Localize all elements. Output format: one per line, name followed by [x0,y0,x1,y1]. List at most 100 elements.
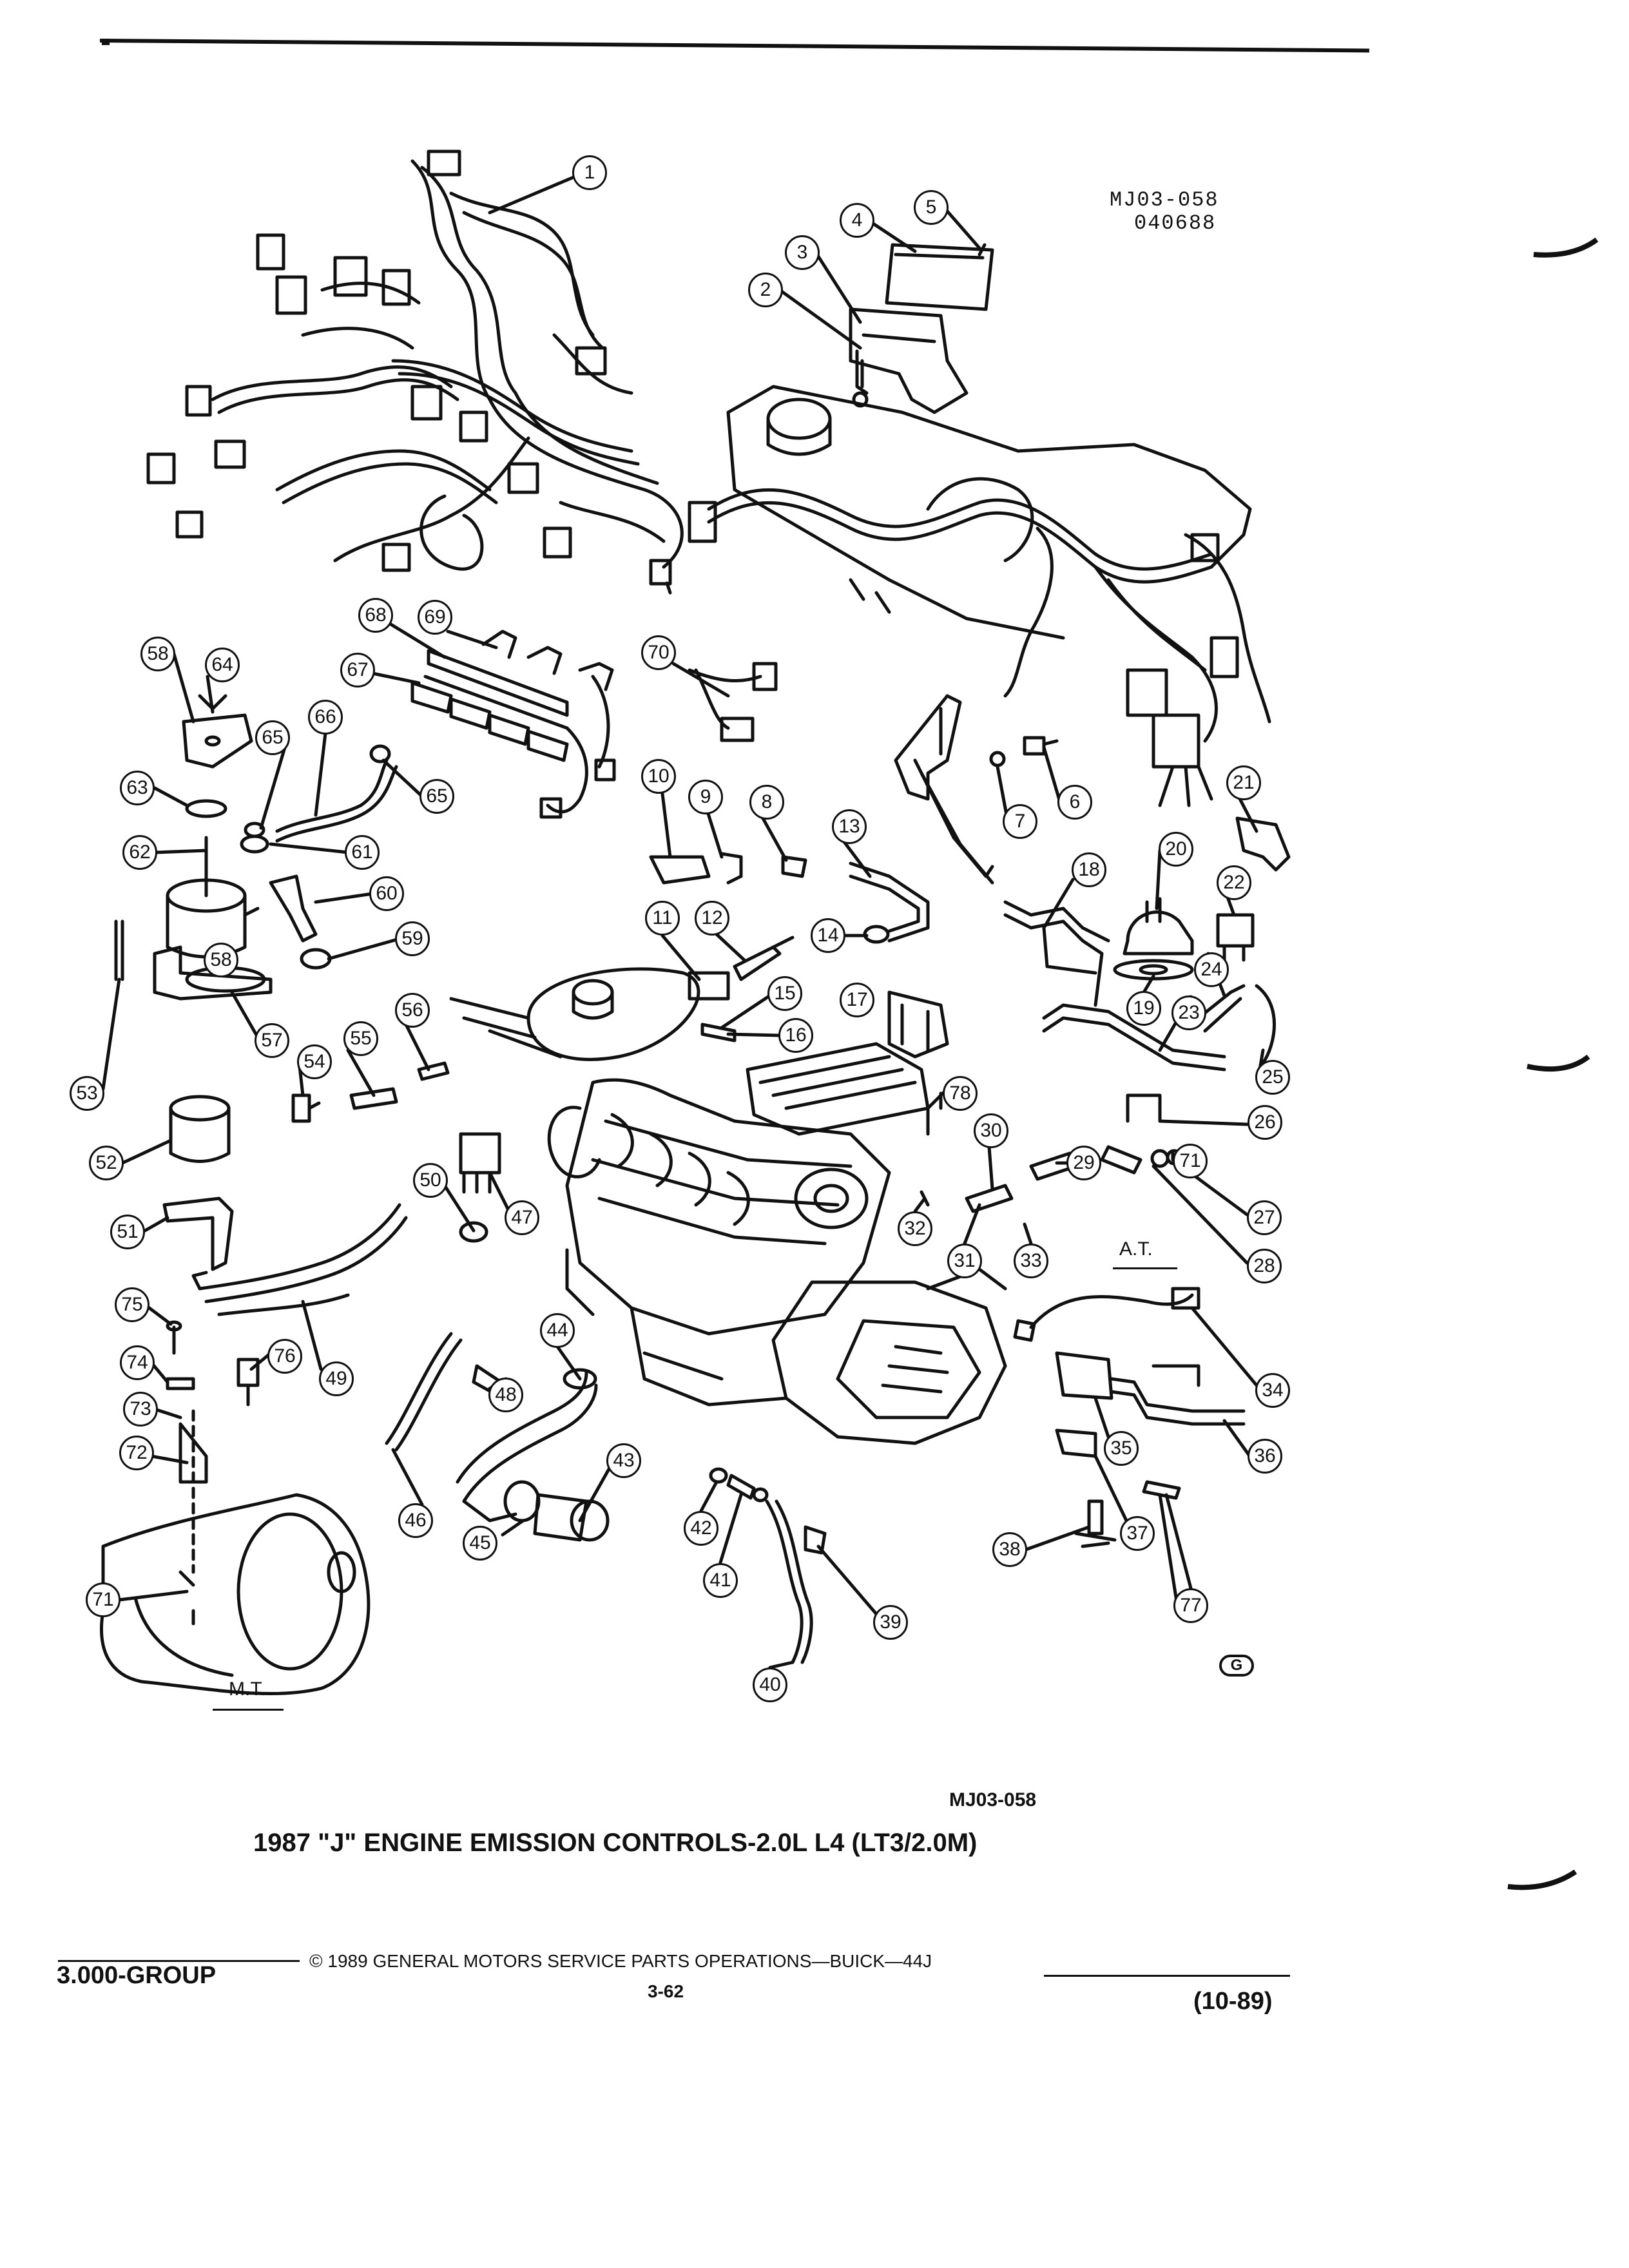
callout-part-76: 76 [267,1339,302,1374]
label-automatic-transaxle: A.T. [1119,1238,1153,1260]
callout-part-33: 33 [1014,1244,1048,1278]
callout-part-55: 55 [343,1021,378,1056]
callout-part-40: 40 [753,1667,787,1702]
callout-part-11: 11 [645,901,680,936]
callout-part-74: 74 [120,1345,155,1380]
engine-block [449,967,1007,1445]
callout-part-53: 53 [70,1076,104,1111]
callout-part-9: 9 [688,780,723,814]
callout-part-14: 14 [811,918,845,953]
callout-part-77: 77 [1173,1588,1208,1623]
callout-part-22: 22 [1217,865,1251,900]
callout-part-17: 17 [840,983,874,1017]
callout-part-51: 51 [110,1215,145,1249]
callout-part-27: 27 [1247,1200,1282,1235]
callout-part-71: 71 [86,1582,120,1617]
callout-part-65: 65 [255,720,290,755]
callout-part-10: 10 [641,759,676,794]
callout-part-73: 73 [123,1392,158,1427]
callout-part-24: 24 [1194,952,1229,987]
callout-part-69: 69 [418,600,452,635]
label-manual-underline [213,1709,284,1711]
callout-part-5: 5 [914,190,949,225]
callout-part-67: 67 [340,653,375,687]
footer-date: (10-89) [1193,1988,1273,2015]
footer-copyright: © 1989 GENERAL MOTORS SERVICE PARTS OPER… [309,1951,932,1971]
callout-part-64: 64 [205,648,240,682]
label-automatic-underline [1113,1267,1177,1269]
dash-assembly [688,385,1271,807]
callout-part-32: 32 [898,1211,932,1246]
callout-part-62: 62 [122,835,157,870]
callout-part-70: 70 [641,635,676,670]
callout-part-36: 36 [1248,1439,1282,1474]
footer-rule-left [58,1960,300,1962]
callout-part-35: 35 [1104,1431,1139,1466]
callout-part-72: 72 [119,1436,154,1470]
callout-part-15: 15 [767,976,802,1011]
gm-logo: G [1219,1655,1254,1677]
callout-part-48: 48 [488,1378,523,1412]
callout-part-45: 45 [463,1526,497,1561]
callout-part-61: 61 [345,835,380,870]
footer-rule-right [1044,1975,1290,1977]
footer-group: 3.000-GROUP [57,1962,217,1989]
callout-part-21: 21 [1226,765,1261,800]
wiring-harness [146,149,684,595]
callout-part-28: 28 [1247,1249,1282,1283]
callout-part-46: 46 [398,1503,433,1538]
callout-part-57: 57 [255,1023,289,1058]
callout-part-68: 68 [358,598,393,633]
callout-part-49: 49 [319,1361,354,1396]
callout-part-23: 23 [1171,995,1206,1030]
callout-part-63: 63 [120,771,155,805]
callout-part-31: 31 [947,1244,982,1278]
callout-part-75: 75 [115,1287,149,1322]
pedal-bracket [894,694,994,885]
header-rule-mark [102,39,110,45]
callout-part-20: 20 [1159,832,1193,867]
callout-part-54: 54 [297,1044,332,1079]
callout-part-43: 43 [606,1443,641,1478]
callout-part-2: 2 [748,273,783,307]
callout-part-42: 42 [684,1511,718,1546]
footer-page-number: 3-62 [648,1981,684,2001]
callout-part-6: 6 [1057,785,1092,820]
callout-part-59: 59 [395,921,430,956]
ecm-module [849,243,994,414]
label-manual-transaxle: M.T. [229,1678,265,1700]
caption-title: 1987 "J" ENGINE EMISSION CONTROLS-2.0L L… [253,1829,978,1857]
caption-code: MJ03-058 [949,1789,1037,1811]
gm-logo-letter: G [1230,1657,1243,1674]
callout-part-16: 16 [778,1018,813,1053]
callout-part-29: 29 [1066,1146,1101,1180]
callout-part-7: 7 [1003,804,1037,839]
callout-part-71: 71 [1173,1144,1208,1178]
callout-part-39: 39 [873,1605,908,1640]
callout-part-66: 66 [308,700,343,735]
callout-part-3: 3 [785,235,820,270]
callout-part-47: 47 [505,1200,539,1235]
callout-part-25: 25 [1255,1060,1290,1095]
callout-part-50: 50 [413,1163,448,1198]
drawing-ref-date: 040688 [1134,211,1217,235]
callout-part-30: 30 [974,1113,1008,1148]
callout-part-60: 60 [369,876,404,911]
callout-part-19: 19 [1126,991,1161,1026]
injector-rail [410,629,616,819]
callout-part-78: 78 [943,1076,978,1111]
callout-part-1: 1 [572,155,607,190]
callout-part-58: 58 [204,943,238,977]
callout-part-37: 37 [1120,1516,1155,1551]
callout-part-13: 13 [832,809,867,844]
callout-part-56: 56 [395,993,430,1028]
callout-part-58: 58 [140,637,175,671]
callout-part-52: 52 [89,1146,124,1180]
callout-part-18: 18 [1072,852,1106,887]
callout-part-34: 34 [1255,1373,1290,1408]
callout-part-44: 44 [540,1313,575,1348]
callout-part-65: 65 [419,779,454,814]
